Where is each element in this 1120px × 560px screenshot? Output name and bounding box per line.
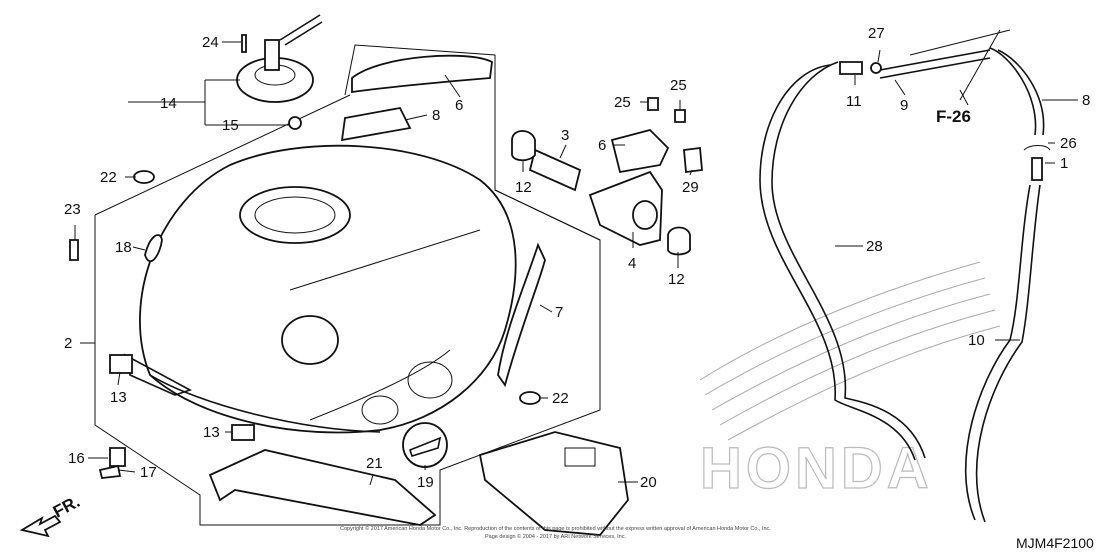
callout-14: 14 xyxy=(160,95,177,112)
callout-19: 19 xyxy=(417,474,434,491)
callout-25b: 25 xyxy=(670,77,687,94)
callout-6b: 7 xyxy=(555,304,563,321)
callout-numbers: 8 26 1 10 28 27 11 9 F-26 14 24 15 22 23… xyxy=(64,25,1090,491)
callout-4: 4 xyxy=(628,255,636,272)
callout-22a: 22 xyxy=(100,169,117,186)
callout-13b: 13 xyxy=(203,424,220,441)
callout-16: 16 xyxy=(68,450,85,467)
callout-21: 21 xyxy=(366,455,383,472)
honda-emblem xyxy=(402,422,448,468)
callout-7: 8 xyxy=(1082,92,1090,109)
front-direction-arrow: FR. xyxy=(19,492,83,538)
callout-28: 28 xyxy=(866,238,883,255)
callout-15: 15 xyxy=(222,117,239,134)
mount-bracket xyxy=(511,97,703,256)
callout-9: 9 xyxy=(900,97,908,114)
callout-27: 26 xyxy=(1060,135,1077,152)
honda-wing-watermark xyxy=(699,261,1001,441)
callout-22b: 22 xyxy=(552,390,569,407)
callout-25a: 25 xyxy=(614,94,631,111)
callout-10: 10 xyxy=(968,332,985,349)
callout-24: 24 xyxy=(202,34,219,51)
copyright-line-2: Page design © 2004 - 2017 by ARI Network… xyxy=(485,533,626,540)
leader-lines xyxy=(74,41,1078,486)
copyright-line-1: Copyright © 2017 American Honda Motor Co… xyxy=(340,525,771,532)
diagram-code: MJM4F2100 xyxy=(1016,535,1094,551)
fuel-tank xyxy=(139,144,517,434)
callout-12a: 12 xyxy=(515,179,532,196)
callout-3: 3 xyxy=(561,127,569,144)
callout-18: 18 xyxy=(115,239,132,256)
honda-watermark-text: HONDA xyxy=(700,436,933,501)
callout-5: 6 xyxy=(598,137,606,154)
callout-2: 2 xyxy=(64,335,72,352)
callout-8: 8 xyxy=(432,107,440,124)
callout-12b: 12 xyxy=(668,271,685,288)
fuel-cap xyxy=(236,14,323,103)
callout-1: 1 xyxy=(1060,155,1068,172)
callout-17: 17 xyxy=(140,464,157,481)
callout-23: 23 xyxy=(64,201,81,218)
callout-26: 27 xyxy=(868,25,885,42)
callout-6a: 6 xyxy=(455,97,463,114)
callout-11: 11 xyxy=(846,93,862,110)
breather-hoses xyxy=(759,29,1051,523)
callout-20: 20 xyxy=(640,474,657,491)
callout-13a: 13 xyxy=(110,389,127,406)
section-ref-f26: F-26 xyxy=(936,107,971,126)
callout-29: 29 xyxy=(682,179,699,196)
